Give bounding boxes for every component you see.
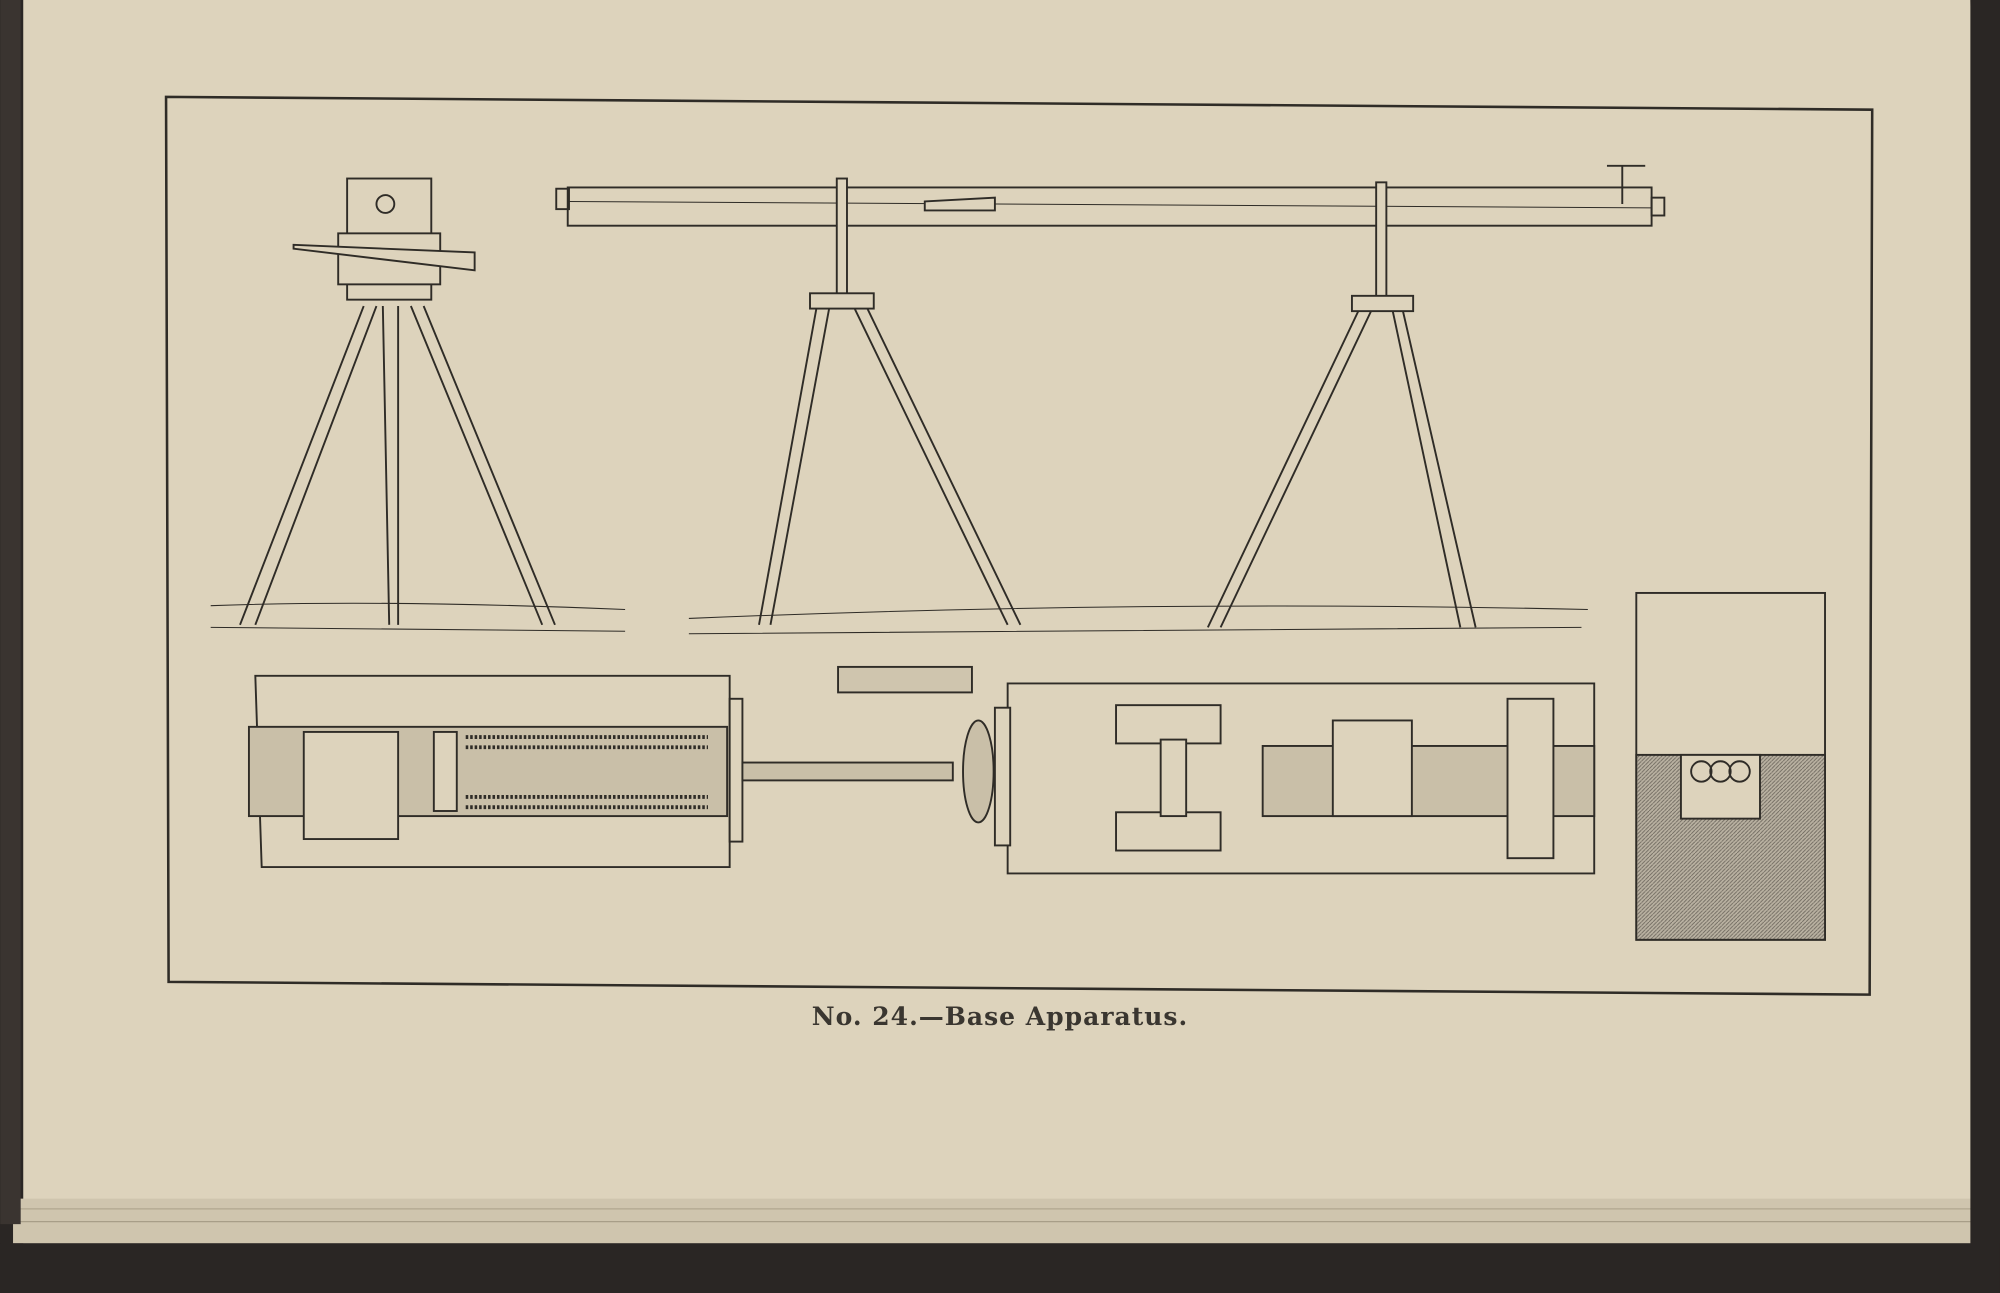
figure-caption: No. 24.—Base Apparatus. [811,1002,1189,1031]
cover-bottom [0,1243,2000,1293]
detail-left-bar-end [247,674,744,869]
detail-right-bar-end [993,682,1596,875]
detail-small-part [837,665,973,694]
paper [23,0,1984,1244]
detail-cross-section [1635,591,1826,941]
figure-frame [164,95,1874,996]
tripod-right [1206,181,1477,628]
ground-line [210,602,1588,635]
measuring-bar [555,164,1666,227]
tripod-left [239,177,556,626]
page-edges [13,1198,1977,1244]
tripod-center [758,177,1022,626]
